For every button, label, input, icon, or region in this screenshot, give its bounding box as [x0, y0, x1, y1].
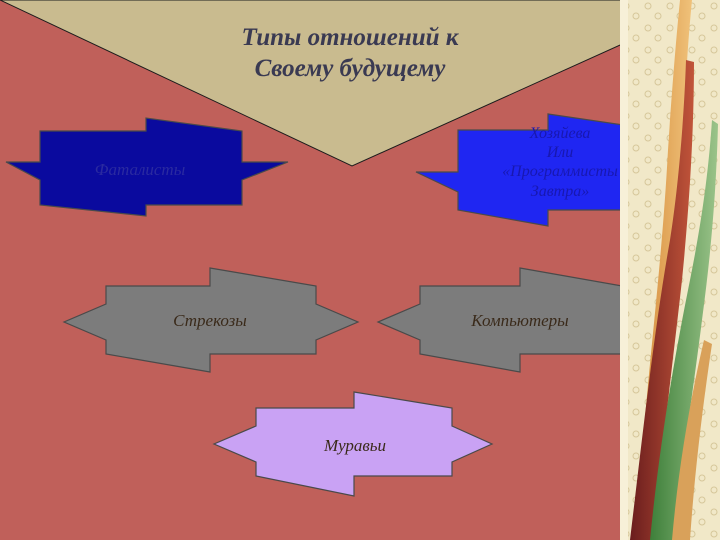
planners-shape	[415, 113, 620, 227]
ants-shape	[212, 391, 494, 497]
decorative-border	[620, 0, 720, 540]
dragonflies-shape	[62, 267, 360, 373]
red-ribbon	[630, 60, 694, 540]
ants-label: Муравьи	[323, 436, 387, 455]
planners-label: Хозяйева Или «Программисты Завтра»	[502, 125, 618, 200]
title-triangle	[0, 0, 620, 167]
border-divider	[620, 0, 628, 540]
slide-title: Типы отношений к Своему будущему	[241, 24, 459, 83]
computers-label: Компьютеры	[471, 311, 569, 330]
green-ribbon	[650, 120, 718, 540]
dragonflies-label: Стрекозы	[173, 311, 247, 330]
computers-shape	[376, 267, 620, 373]
gold-ribbon	[672, 340, 712, 540]
fatalists-shape	[5, 117, 289, 217]
fatalists-label: Фаталисты	[94, 160, 186, 179]
slide-background	[0, 0, 620, 540]
